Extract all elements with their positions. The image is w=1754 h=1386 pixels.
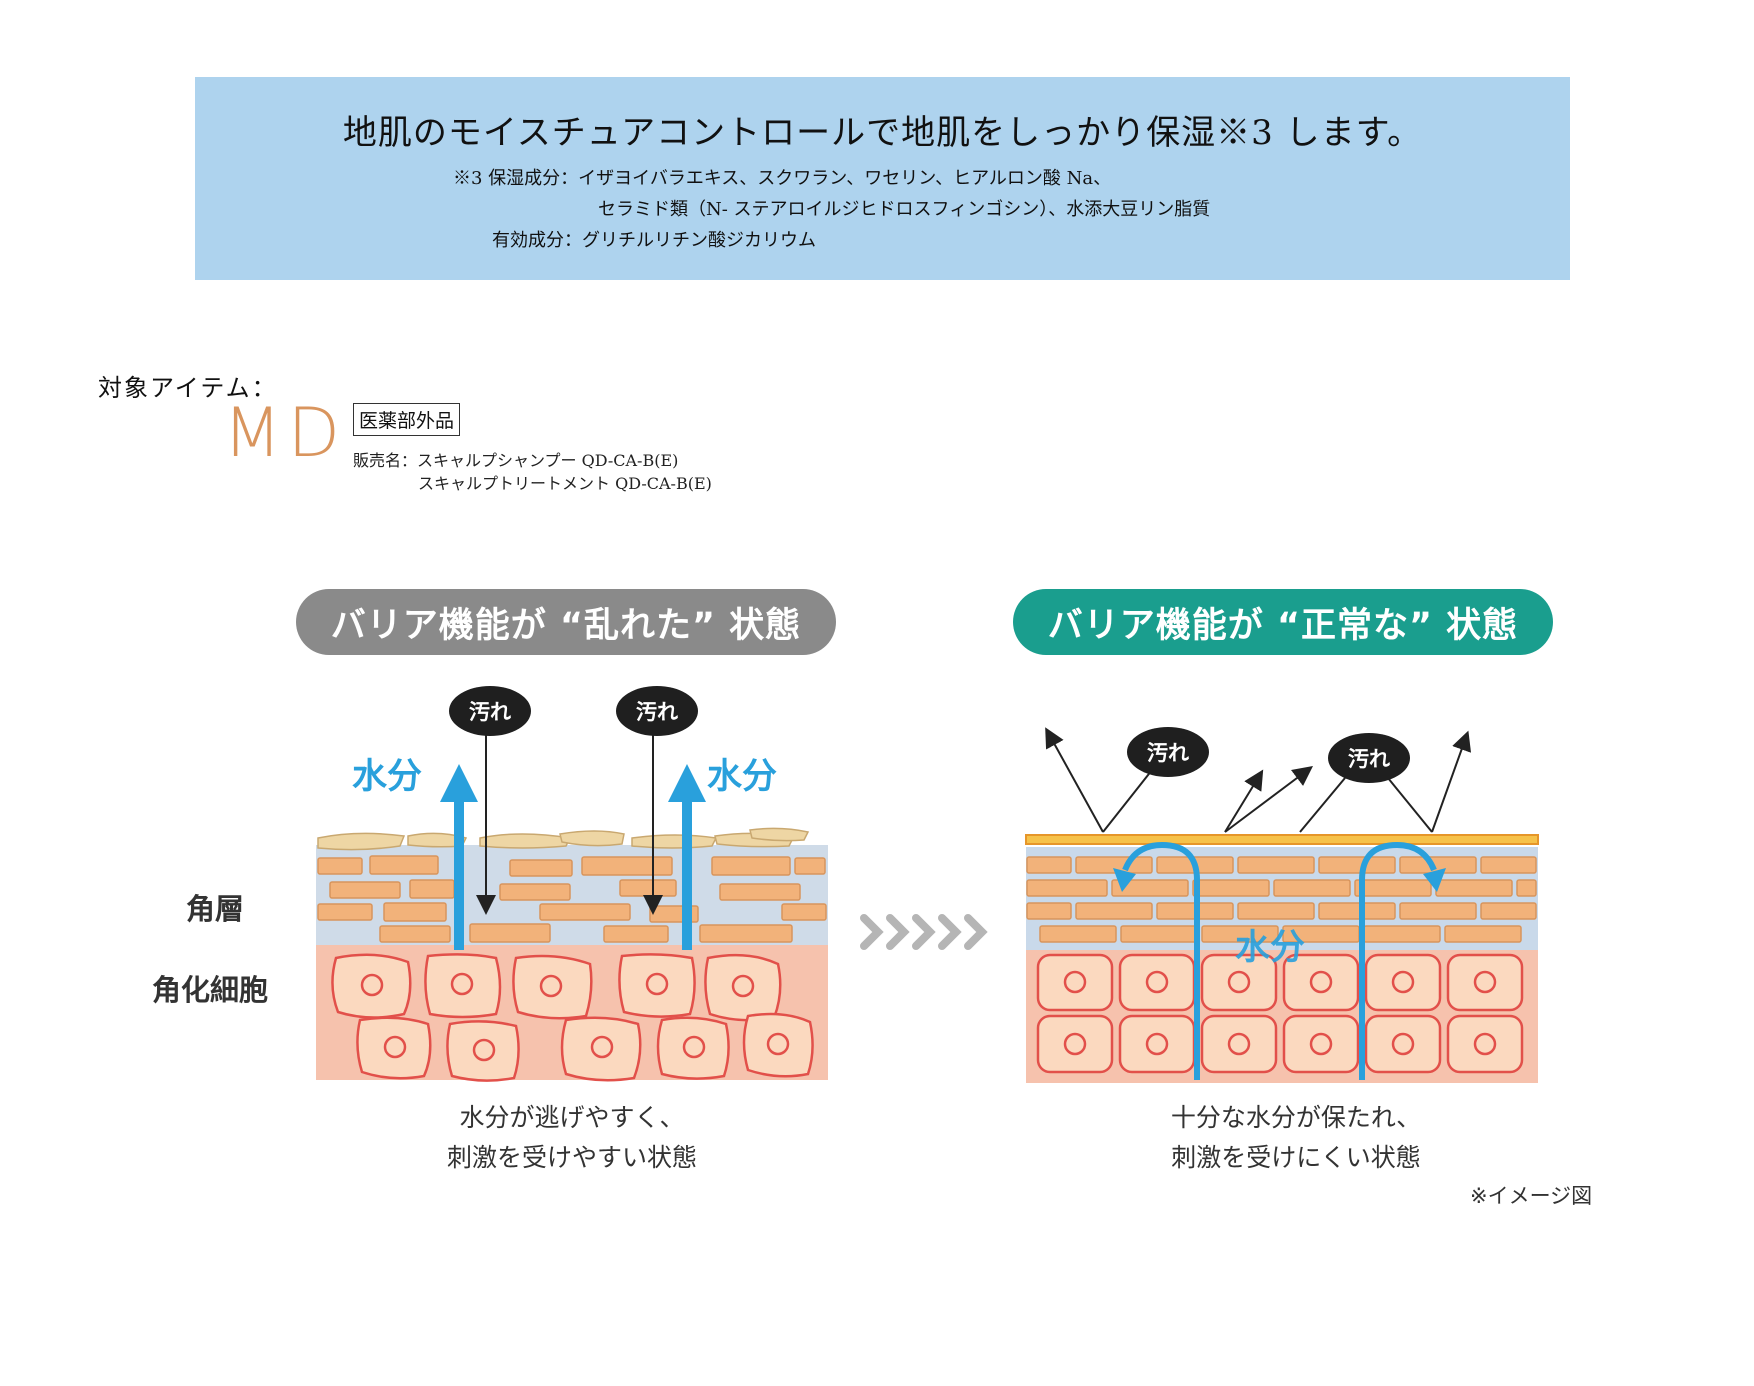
dirt-badge-4 (1328, 733, 1410, 783)
dirt-badge-2 (616, 686, 698, 736)
sale-name-line-2: スキャルプトリートメント QD-CA-B(E) (418, 474, 712, 493)
note-line-3: 有効成分：グリチルリチン酸ジカリウム (492, 230, 816, 251)
moisture-label-left-1: 水分 (352, 757, 423, 797)
dirt-badge-1 (449, 686, 531, 736)
transition-chevrons (860, 914, 988, 950)
normal-caption: 十分な水分が保たれ、 刺激を受けにくい状態 (1096, 1098, 1496, 1178)
dirt-label-4: 汚れ (1348, 747, 1390, 771)
disrupted-skin (316, 686, 828, 1082)
orderly-cell-nuclei (1063, 970, 1497, 1056)
retained-arrowhead-1 (1113, 868, 1136, 892)
dirt-label-2: 汚れ (636, 700, 678, 724)
cell-nuclei (360, 972, 790, 1062)
note-line-1: ※3 保湿成分：イザヨイバラエキス、スクワラン、ワセリン、ヒアルロン酸 Na、 (453, 168, 1112, 189)
quasi-drug-badge: 医薬部外品 (353, 403, 461, 436)
dirt-label-1: 汚れ (469, 700, 511, 724)
protective-film (1025, 834, 1539, 845)
retained-moisture-arrows (1122, 841, 1437, 1080)
stratum-corneum-label: 角層 (186, 892, 245, 926)
banner-title: 地肌のモイスチュアコントロールで地肌をしっかり保湿※3 します。 (342, 113, 1423, 153)
image-illustration-note: ※イメージ図 (1470, 1184, 1593, 1208)
normal-caption-line-2: 刺激を受けにくい状態 (1171, 1143, 1421, 1172)
penetrating-dirt-arrows (449, 686, 698, 915)
disrupted-caption-line-1: 水分が逃げやすく、 (459, 1103, 685, 1132)
scattered-bricks (317, 855, 827, 943)
irregular-keratinocytes (331, 953, 814, 1082)
sale-name-line-1: 販売名：スキャルプシャンプー QD-CA-B(E) (353, 451, 679, 470)
orderly-keratinocytes (1036, 953, 1524, 1074)
target-item-label: 対象アイテム： (98, 374, 278, 402)
orderly-bricks (1026, 856, 1537, 943)
normal-skin (1025, 727, 1539, 1083)
normal-caption-line-1: 十分な水分が保たれ、 (1170, 1103, 1422, 1132)
retained-arrowhead-2 (1423, 868, 1446, 892)
normal-barrier-title: バリア機能が “正常な” 状態 (1013, 589, 1553, 655)
moisture-label-left-2: 水分 (707, 757, 778, 797)
info-banner: 地肌のモイスチュアコントロールで地肌をしっかり保湿※3 します。 ※3 保湿成分… (195, 77, 1570, 280)
moisture-label-right: 水分 (1235, 928, 1306, 968)
deflected-dirt-arrows (1045, 727, 1472, 833)
keratinocyte-label: 角化細胞 (152, 973, 269, 1007)
escaping-moisture-arrows (440, 764, 706, 950)
md-logo: MD (223, 394, 347, 473)
disrupted-caption-line-2: 刺激を受けやすい状態 (446, 1143, 697, 1172)
dirt-label-3: 汚れ (1147, 741, 1189, 765)
disrupted-caption: 水分が逃げやすく、 刺激を受けやすい状態 (372, 1098, 772, 1178)
disrupted-barrier-title: バリア機能が “乱れた” 状態 (296, 589, 836, 655)
note-line-2: セラミド類（N- ステアロイルジヒドロスフィンゴシン）、水添大豆リン脂質 (598, 199, 1211, 220)
dirt-badge-3 (1127, 727, 1209, 777)
